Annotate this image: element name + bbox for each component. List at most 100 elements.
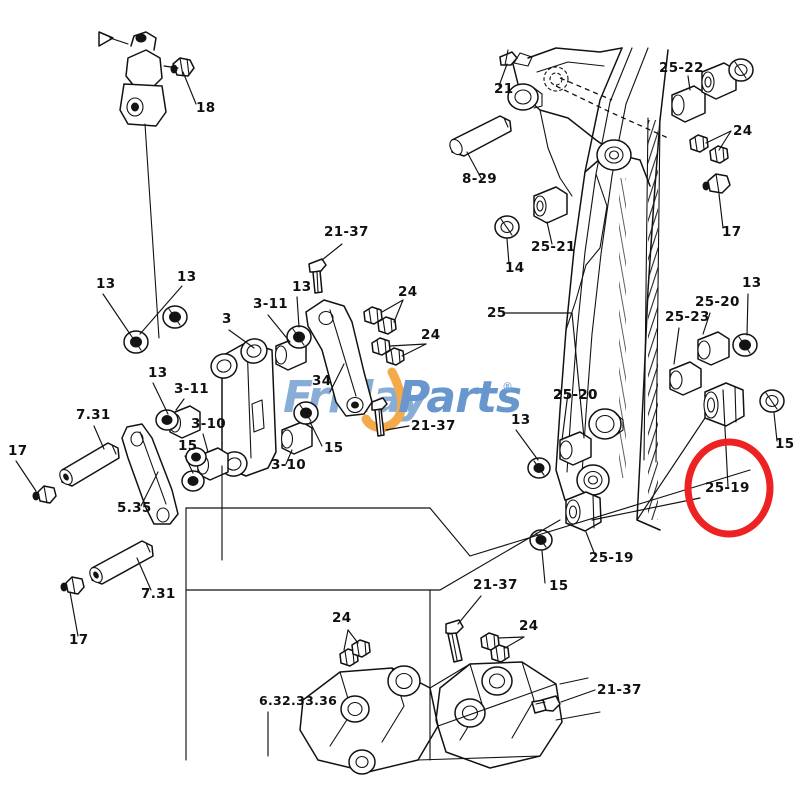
- washer-13-left-a: [123, 330, 149, 354]
- callout-label-21-37: 21-37: [473, 577, 518, 593]
- callout-label-25-19: 25-19: [705, 480, 750, 496]
- callout-label-21-37: 21-37: [597, 682, 642, 698]
- callout-label-24: 24: [733, 123, 752, 139]
- callout-label-15: 15: [178, 438, 197, 454]
- washer-13-left-b: [162, 305, 188, 329]
- bushing-25-23: [669, 361, 702, 396]
- callout-label-7-31: 7.31: [76, 407, 111, 423]
- bolt-21-37-bottom-left: [445, 619, 464, 663]
- callout-label-15: 15: [775, 436, 794, 452]
- callout-label-6-32-33-36: 6.32.33.36: [259, 693, 337, 708]
- bushing-25-19-center: [565, 491, 602, 532]
- callout-label-34: 34: [312, 373, 331, 389]
- callout-label-18: 18: [196, 100, 215, 116]
- washer-13-left-c: [155, 409, 179, 431]
- bushing-25-19-right-highlighted: [703, 382, 745, 427]
- callout-label-14: 14: [505, 260, 524, 276]
- callout-label-24: 24: [421, 327, 440, 343]
- washer-13-center: [286, 325, 312, 349]
- callout-label-3: 3: [222, 311, 232, 327]
- callout-label-3-11: 3-11: [174, 381, 209, 397]
- bushing-25-22: [671, 85, 706, 123]
- washer-15-center: [293, 401, 319, 425]
- grease-fitting-17-upper: [32, 485, 57, 504]
- callout-label-3-10: 3-10: [191, 416, 226, 432]
- washer-top-right: [728, 58, 754, 82]
- pin-lower-731: [89, 540, 154, 585]
- nut-24-tr-b: [709, 145, 729, 164]
- callout-label-24: 24: [398, 284, 417, 300]
- bolt-21-37-lower-center: [371, 397, 388, 437]
- callout-label-17: 17: [722, 224, 741, 240]
- bolt-21-37-bottom-right: [531, 695, 561, 714]
- boom-inner-rib: [619, 178, 626, 478]
- callout-label-21-37: 21-37: [324, 224, 369, 240]
- idler-link-plate: [121, 423, 179, 525]
- callout-label-8-29: 8-29: [462, 171, 497, 187]
- callout-label-24: 24: [519, 618, 538, 634]
- callout-label-25-22: 25-22: [659, 60, 704, 76]
- callout-label-13: 13: [511, 412, 530, 428]
- callout-label-25-19: 25-19: [589, 550, 634, 566]
- grease-fitting-17-lower: [60, 576, 85, 595]
- callout-label-21-37: 21-37: [411, 418, 456, 434]
- hidden-pin-dashed-path: [543, 66, 669, 139]
- bushing-top-right: [701, 62, 737, 100]
- washer-15-right: [759, 389, 785, 413]
- callout-label-25-20: 25-20: [553, 387, 598, 403]
- washer-14: [494, 215, 520, 239]
- boom-mid-pivot-boss: [596, 139, 632, 171]
- bushing-25-20-center: [559, 431, 592, 466]
- watermark-registered-icon: ®: [502, 380, 513, 393]
- bolt-21-37-upper: [308, 258, 327, 294]
- hydraulic-cylinder-head: [98, 31, 195, 339]
- boom-lower-pivot-boss-lower: [576, 464, 610, 496]
- callout-label-25-20: 25-20: [695, 294, 740, 310]
- washer-13-center-right: [527, 457, 551, 479]
- callout-label-13: 13: [148, 365, 167, 381]
- bushing-25-20-right: [697, 331, 730, 366]
- callout-label-3-11: 3-11: [253, 296, 288, 312]
- bolt-21: [499, 49, 533, 67]
- washer-13-right: [732, 333, 758, 357]
- callout-label-24: 24: [332, 610, 351, 626]
- callout-label-3-10: 3-10: [271, 457, 306, 473]
- bushing-3-10-right: [280, 421, 313, 455]
- callout-label-13: 13: [177, 269, 196, 285]
- nut-24-d: [385, 347, 405, 366]
- nut-24-tr-a: [689, 134, 709, 153]
- callout-label-21: 21: [494, 81, 513, 97]
- callout-label-13: 13: [742, 275, 761, 291]
- boom-upper-pivot-boss: [507, 83, 543, 111]
- callout-label-17: 17: [69, 632, 88, 648]
- callout-label-13: 13: [96, 276, 115, 292]
- callout-label-7-31: 7.31: [141, 586, 176, 602]
- callout-label-15: 15: [324, 440, 343, 456]
- washer-15-left: [181, 470, 205, 492]
- watermark-text-parts: Parts: [398, 372, 521, 423]
- callout-label-25: 25: [487, 305, 506, 321]
- bushing-25-21: [533, 186, 568, 224]
- washer-15-center-right: [529, 529, 553, 551]
- bell-crank-link: [305, 299, 373, 417]
- grease-fitting-17-topright: [702, 173, 731, 194]
- callout-label-25-21: 25-21: [531, 239, 576, 255]
- bucket-link-assembly: [299, 661, 601, 775]
- pin-upper-731: [59, 442, 120, 487]
- callout-label-13: 13: [292, 279, 311, 295]
- assembly-guide-lines: [185, 417, 751, 761]
- boom-lower-pivot-boss-upper: [588, 408, 624, 440]
- callout-label-25-23: 25-23: [665, 309, 710, 325]
- nut-24-b: [377, 316, 397, 335]
- callout-label-15: 15: [549, 578, 568, 594]
- highlight-ellipse-25-19: [684, 438, 774, 538]
- callout-leader-lines: [15, 63, 778, 757]
- callout-label-17: 17: [8, 443, 27, 459]
- boom-main-body: [511, 47, 669, 531]
- callout-label-5-35: 5.35: [117, 500, 152, 516]
- nut-24-bottom-d: [490, 644, 510, 663]
- pin-8-29: [449, 115, 512, 157]
